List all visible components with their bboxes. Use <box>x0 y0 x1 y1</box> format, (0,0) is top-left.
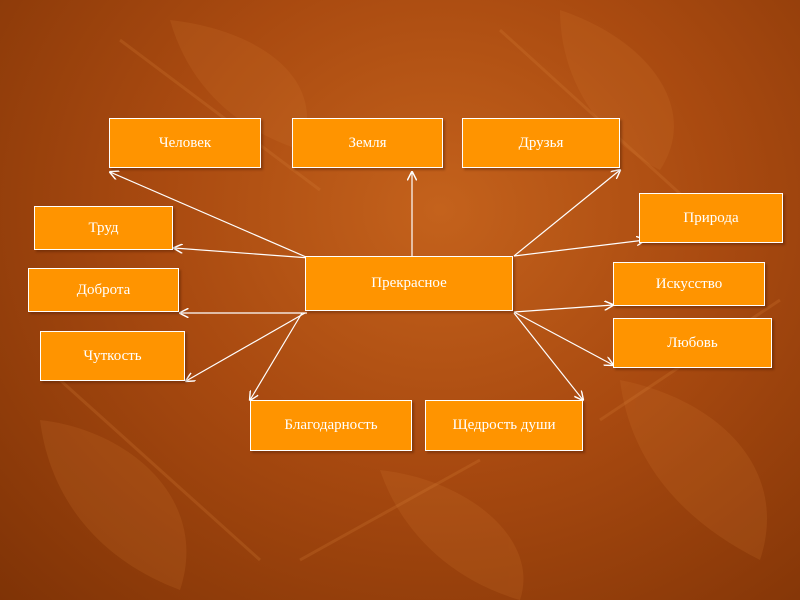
node-chelovek: Человек <box>109 118 261 168</box>
arrow-to-chelovek <box>110 172 314 261</box>
node-priroda: Природа <box>639 193 783 243</box>
arrow-to-trud <box>174 248 311 259</box>
center-node: Прекрасное <box>305 256 513 311</box>
node-zemlya: Земля <box>292 118 443 168</box>
node-iskusstvo: Искусство <box>613 262 765 306</box>
node-shchedrost-dushi: Щедрость души <box>425 400 583 451</box>
node-lyubov: Любовь <box>613 318 772 368</box>
arrow-to-chutkost <box>186 312 306 381</box>
arrow-to-iskusstvo <box>513 305 613 313</box>
node-dobrota: Доброта <box>28 268 179 312</box>
arrow-to-shchedrost <box>513 312 583 400</box>
node-blagodarnost: Благодарность <box>250 400 412 451</box>
arrow-to-lyubov <box>513 311 613 365</box>
node-trud: Труд <box>34 206 173 250</box>
node-chutkost: Чуткость <box>40 331 185 381</box>
arrow-to-blagodarnost <box>250 312 303 400</box>
node-druzya: Друзья <box>462 118 620 168</box>
arrow-to-druzya <box>513 170 620 257</box>
arrow-to-priroda <box>513 240 645 257</box>
